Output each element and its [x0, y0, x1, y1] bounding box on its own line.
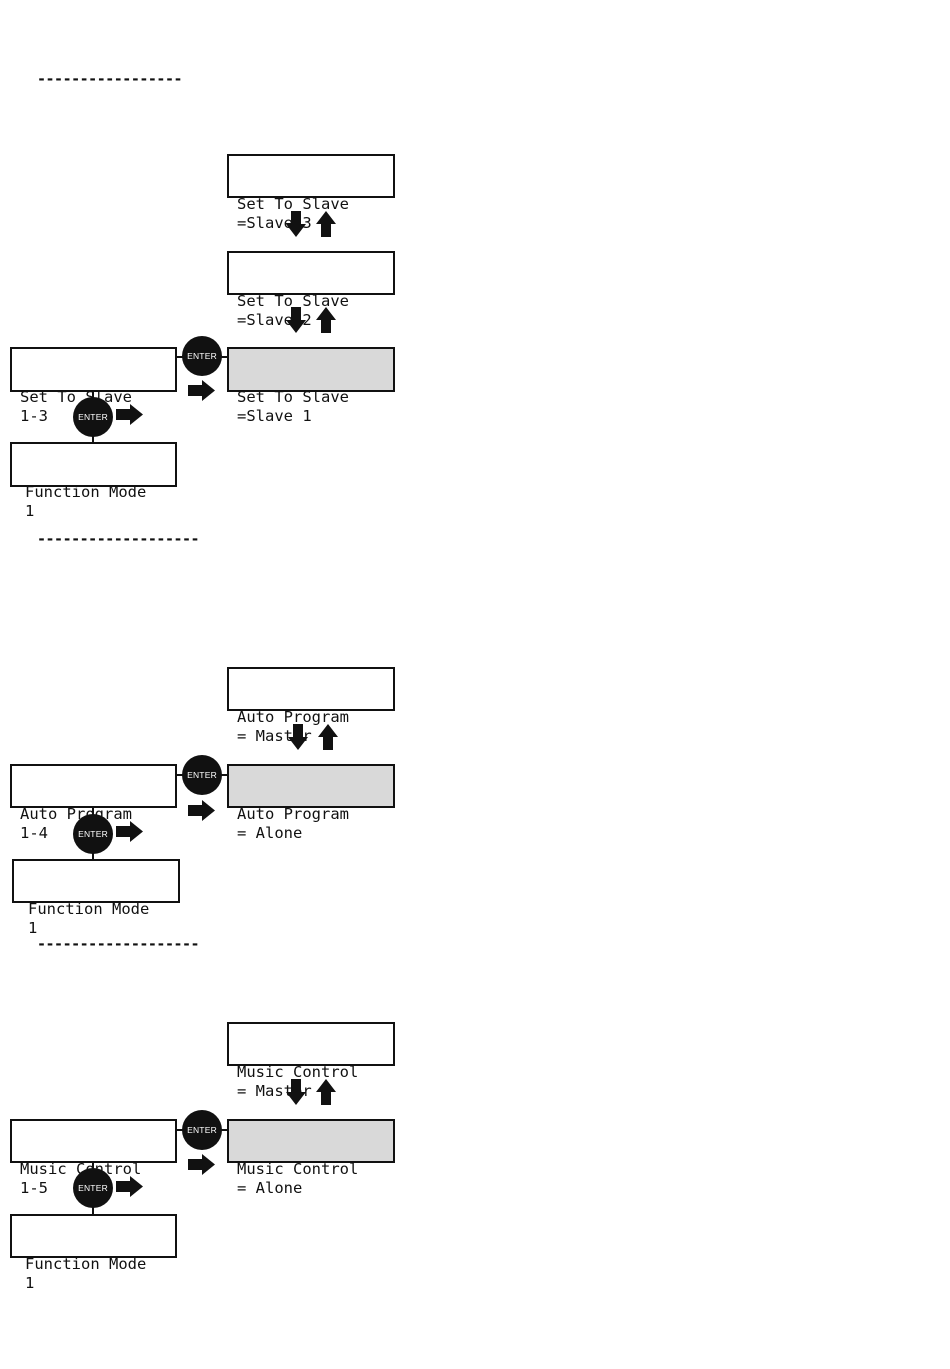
lcd-option-master: Auto Program= Master — [227, 667, 395, 745]
right-arrow-icon — [116, 1176, 143, 1197]
down-arrow-icon — [288, 724, 308, 750]
lcd-line-2: 1 — [28, 919, 38, 937]
enter-button-icon: ENTER — [182, 1110, 222, 1150]
right-arrow-icon — [116, 821, 143, 842]
down-arrow-icon — [286, 307, 306, 333]
lcd-line-2: 1-5 — [20, 1179, 48, 1197]
lcd-option-slave-2: Set To Slave=Slave 2 — [227, 251, 395, 329]
lcd-line-2: = Master — [237, 727, 312, 745]
lcd-line-1: Function Mode — [25, 483, 147, 501]
section-divider: ------------------- — [37, 935, 200, 953]
lcd-line-1: Music Control — [237, 1063, 359, 1081]
lcd-line-1: Set To Slave — [237, 195, 349, 213]
lcd-line-2: =Slave 3 — [237, 214, 312, 232]
lcd-line-1: Function Mode — [25, 1255, 147, 1273]
lcd-line-1: Set To Slave — [237, 292, 349, 310]
lcd-line-2: = Alone — [237, 1179, 303, 1197]
enter-button-icon: ENTER — [73, 814, 113, 854]
lcd-option-alone-selected: Music Control= Alone — [227, 1119, 395, 1197]
enter-button-icon: ENTER — [182, 755, 222, 795]
lcd-line-2: =Slave 1 — [237, 407, 312, 425]
enter-button-icon: ENTER — [73, 397, 113, 437]
lcd-line-2: 1 — [25, 1274, 35, 1292]
lcd-option-master: Music Control= Master — [227, 1022, 395, 1100]
down-arrow-icon — [286, 211, 306, 237]
up-arrow-icon — [316, 211, 336, 237]
section-divider: ------------------- — [37, 530, 200, 548]
up-arrow-icon — [318, 724, 338, 750]
right-arrow-icon — [188, 800, 215, 821]
enter-button-icon: ENTER — [182, 336, 222, 376]
enter-button-icon: ENTER — [73, 1168, 113, 1208]
lcd-option-alone-selected: Auto Program= Alone — [227, 764, 395, 842]
lcd-line-1: Set To Slave — [237, 388, 349, 406]
right-arrow-icon — [188, 1154, 215, 1175]
lcd-option-slave-3: Set To Slave=Slave 3 — [227, 154, 395, 232]
lcd-option-slave-1-selected: Set To Slave=Slave 1 — [227, 347, 395, 425]
lcd-line-2: 1-4 — [20, 824, 48, 842]
lcd-line-2: 1 — [25, 502, 35, 520]
right-arrow-icon — [188, 380, 215, 401]
lcd-line-2: 1-3 — [20, 407, 48, 425]
lcd-line-1: Function Mode — [28, 900, 150, 918]
lcd-line-1: Auto Program — [237, 708, 349, 726]
lcd-line-1: Music Control — [237, 1160, 359, 1178]
lcd-line-2: = Master — [237, 1082, 312, 1100]
lcd-line-2: =Slave 2 — [237, 311, 312, 329]
lcd-line-1: Auto Program — [237, 805, 349, 823]
right-arrow-icon — [116, 404, 143, 425]
down-arrow-icon — [286, 1079, 306, 1105]
up-arrow-icon — [316, 1079, 336, 1105]
section-divider: ----------------- — [37, 70, 183, 88]
up-arrow-icon — [316, 307, 336, 333]
lcd-line-2: = Alone — [237, 824, 303, 842]
